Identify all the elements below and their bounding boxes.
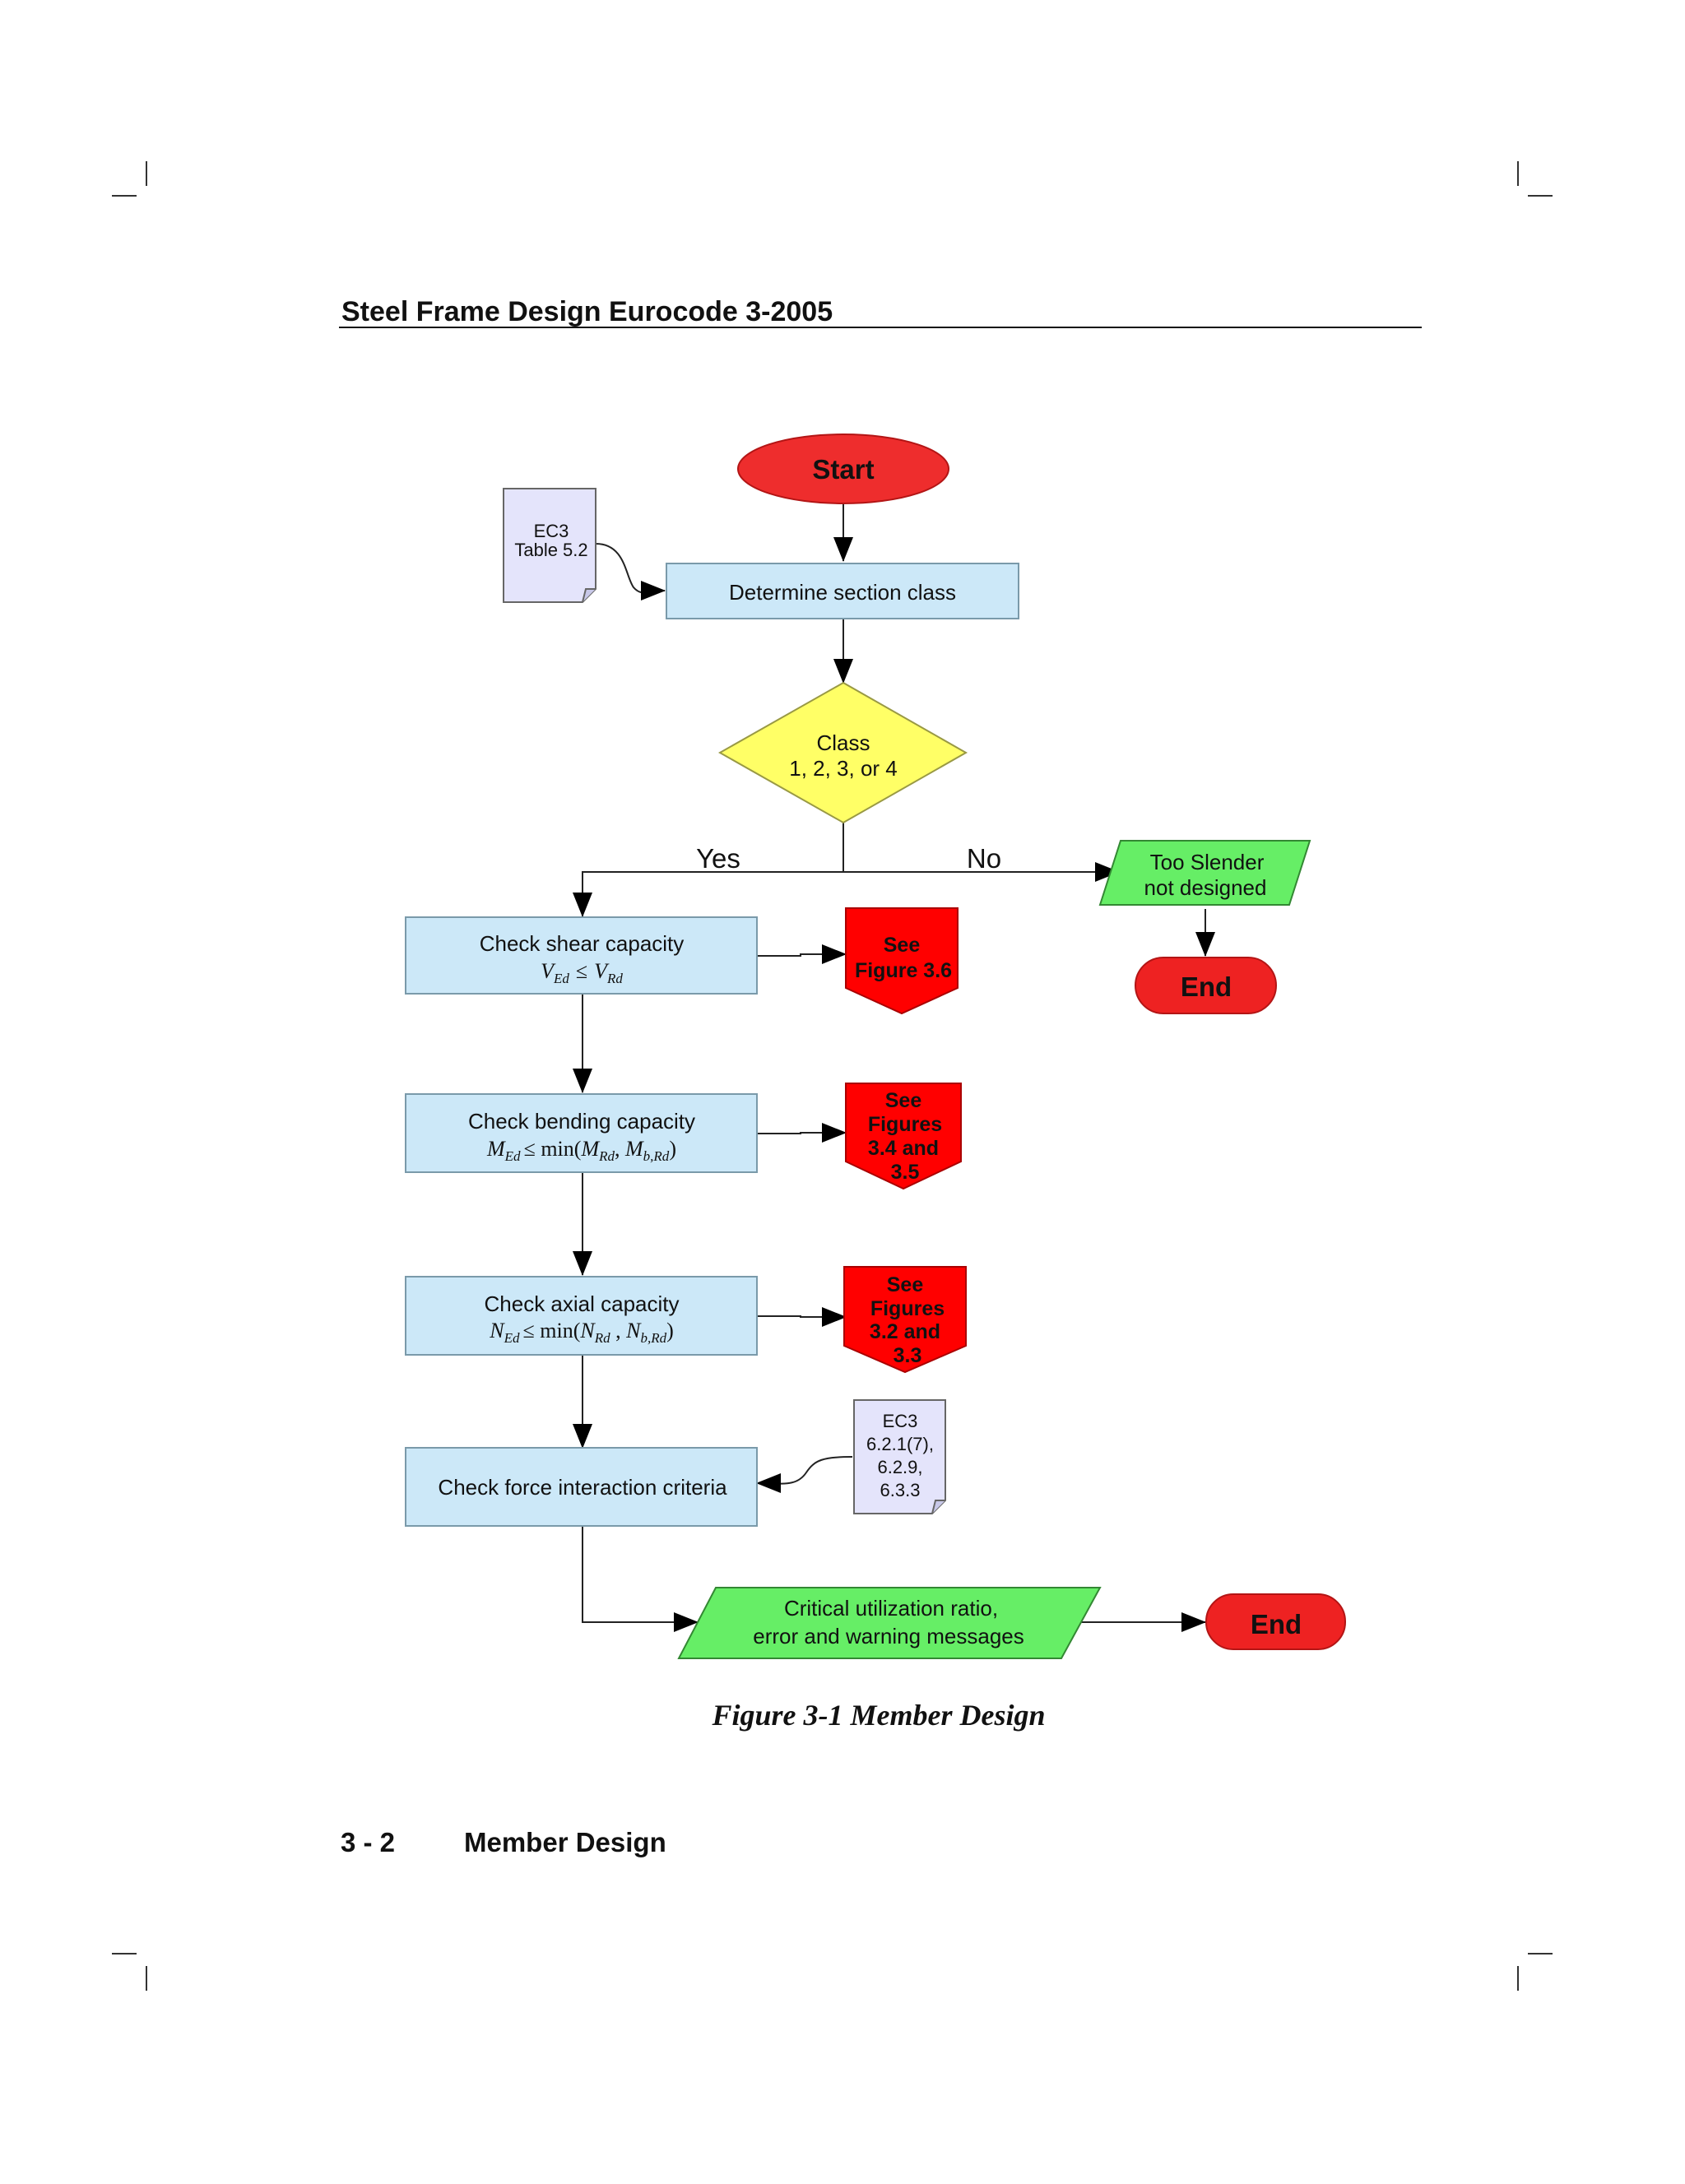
start-shape: [737, 434, 949, 504]
shear-shape: [405, 916, 758, 995]
note-ec3-table: EC3 Table 5.2: [503, 488, 596, 603]
end-terminal-1: End: [1135, 957, 1277, 1014]
decision-line1: Class: [816, 730, 870, 755]
edge-note1: [595, 543, 666, 601]
figure-caption: Figure 3-1 Member Design: [712, 1699, 1046, 1732]
interaction-shape: [405, 1447, 758, 1527]
footer-section: Member Design: [464, 1827, 666, 1857]
edge-bending-see: [757, 1123, 847, 1143]
decision-shape: [717, 681, 968, 824]
see-axial-shape: [843, 1266, 967, 1374]
see-shear-shape: [845, 907, 959, 1015]
decision-line2: 1, 2, 3, or 4: [789, 756, 898, 781]
edge-yes: [573, 823, 844, 917]
see-axial-line2: Figures: [870, 1297, 945, 1320]
edge-interaction-output: [582, 1526, 699, 1632]
yes-label: Yes: [696, 843, 740, 874]
see-bending-shape: [845, 1083, 962, 1190]
note1-line1: EC3: [534, 521, 569, 541]
see-bending-line4: 3.5: [891, 1161, 920, 1184]
end1-label: End: [1181, 971, 1232, 1002]
no-label: No: [967, 843, 1001, 874]
start-terminal: Start: [737, 434, 949, 504]
end2-shape: [1205, 1593, 1346, 1650]
output-line2: error and warning messages: [753, 1624, 1024, 1648]
edge-shear-see: [757, 944, 847, 964]
running-header: Steel Frame Design Eurocode 3-2005: [341, 296, 833, 327]
end2-label: End: [1251, 1609, 1302, 1639]
axial-shape: [405, 1276, 758, 1356]
see-shear-line1: See: [884, 934, 921, 957]
bending-shape: [405, 1093, 758, 1173]
crop-marks: [112, 161, 1553, 1991]
utilization-output: Critical utilization ratio, error and wa…: [677, 1587, 1102, 1659]
note2-line4: 6.3.3: [880, 1480, 921, 1500]
see-bending-line3: 3.4 and: [868, 1137, 939, 1160]
end1-shape: [1135, 957, 1277, 1014]
note2-line1: EC3: [883, 1411, 918, 1431]
page-number: 3 - 2: [341, 1827, 395, 1857]
slender-line1: Too Slender: [1150, 850, 1265, 874]
output-line1: Critical utilization ratio,: [784, 1596, 998, 1621]
axial-formula: NEd≤ min(NRd , Nb,Rd): [489, 1319, 674, 1346]
shear-formula: VEd≤VRd: [541, 959, 623, 986]
see-figures-3-4-3-5: See Figures 3.4 and 3.5: [845, 1083, 962, 1190]
slender-line2: not designed: [1144, 875, 1267, 900]
check-shear-capacity: Check shear capacity VEd≤VRd: [405, 916, 758, 995]
end-terminal-2: End: [1205, 1593, 1346, 1650]
see-figures-3-2-3-3: See Figures 3.2 and 3.3: [843, 1266, 967, 1374]
too-slender-output: Too Slender not designed: [1098, 840, 1311, 906]
see-axial-line3: 3.2 and: [870, 1320, 940, 1343]
connectors: [573, 503, 1215, 1632]
see-shear-line2: Figure 3.6: [855, 959, 952, 982]
see-figure-3-6: See Figure 3.6: [845, 907, 959, 1015]
see-bending-line2: Figures: [868, 1113, 942, 1136]
note-ec3-clauses: EC3 6.2.1(7), 6.2.9, 6.3.3: [853, 1399, 946, 1514]
slender-shape: [1098, 840, 1311, 906]
note1-line2: Table 5.2: [514, 540, 587, 560]
start-label: Start: [812, 454, 874, 485]
edge-note2: [756, 1456, 853, 1494]
check-bending-capacity: Check bending capacity MEd≤ min(MRd, Mb,…: [405, 1093, 758, 1173]
edge-axial-see: [757, 1307, 847, 1327]
check-force-interaction: Check force interaction criteria: [405, 1447, 758, 1527]
note2-line2: 6.2.1(7),: [866, 1434, 934, 1454]
interaction-label: Check force interaction criteria: [438, 1475, 727, 1500]
check-axial-capacity: Check axial capacity NEd≤ min(NRd , Nb,R…: [405, 1276, 758, 1356]
axial-label: Check axial capacity: [485, 1291, 680, 1316]
see-axial-line4: 3.3: [894, 1344, 922, 1367]
bending-formula: MEd≤ min(MRd, Mb,Rd): [486, 1137, 676, 1164]
determine-label: Determine section class: [729, 580, 956, 605]
shear-label: Check shear capacity: [480, 931, 685, 956]
determine-section-class: Determine section class: [666, 563, 1019, 619]
see-axial-line1: See: [887, 1273, 924, 1296]
bending-label: Check bending capacity: [468, 1109, 695, 1134]
note2-line3: 6.2.9,: [877, 1457, 922, 1477]
see-bending-line1: See: [885, 1089, 922, 1112]
class-decision: Class 1, 2, 3, or 4: [717, 681, 968, 824]
determine-shape: [666, 563, 1019, 619]
output-shape: [677, 1587, 1102, 1659]
